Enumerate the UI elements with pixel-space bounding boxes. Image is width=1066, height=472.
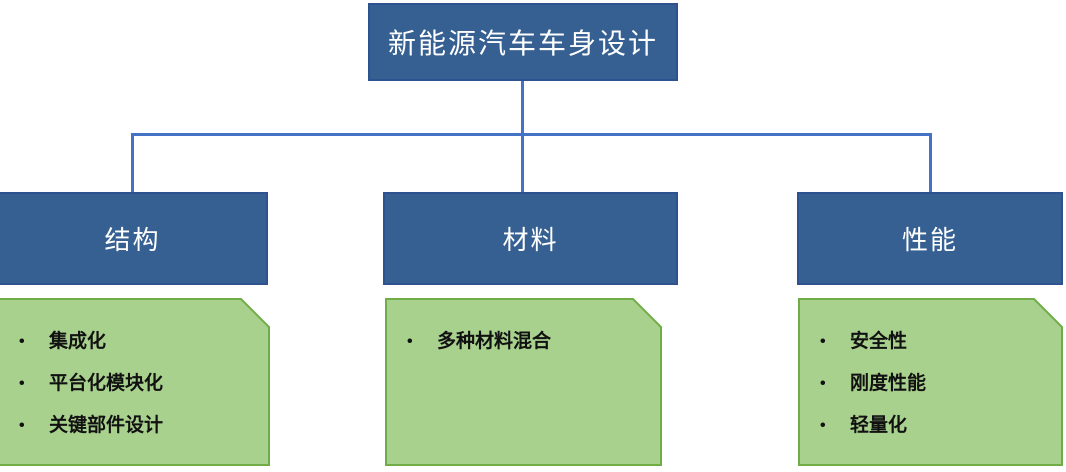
bullet-icon: • xyxy=(820,333,826,350)
snip-corner-shape xyxy=(798,298,1063,466)
note-material: • 多种材料混合 xyxy=(385,298,662,466)
list-item: • 轻量化 xyxy=(818,412,1051,439)
list-item: • 多种材料混合 xyxy=(405,328,650,355)
bullet-icon: • xyxy=(820,417,826,434)
list-item: • 关键部件设计 xyxy=(17,412,258,439)
bullet-icon: • xyxy=(407,333,413,350)
list-item-text: 关键部件设计 xyxy=(49,415,164,436)
bullet-icon: • xyxy=(19,417,25,434)
bullet-list-performance: • 安全性 • 刚度性能 • 轻量化 xyxy=(798,298,1063,439)
list-item: • 刚度性能 xyxy=(818,370,1051,397)
branch-node-label: 性能 xyxy=(901,225,958,255)
bullet-icon: • xyxy=(19,375,25,392)
list-item-text: 安全性 xyxy=(850,331,908,352)
list-item: • 安全性 xyxy=(818,328,1051,355)
bullet-icon: • xyxy=(820,375,826,392)
list-item: • 平台化模块化 xyxy=(17,370,258,397)
list-item-text: 多种材料混合 xyxy=(437,331,552,352)
snip-corner-shape xyxy=(385,298,662,466)
bullet-icon: • xyxy=(19,333,25,350)
branch-node-label: 结构 xyxy=(104,225,161,255)
branch-node-label: 材料 xyxy=(502,225,559,255)
list-item-text: 集成化 xyxy=(49,331,107,352)
note-performance: • 安全性 • 刚度性能 • 轻量化 xyxy=(798,298,1063,466)
connector-root-stub xyxy=(521,81,524,135)
root-node-label: 新能源汽车车身设计 xyxy=(387,28,658,59)
branch-node-performance: 性能 xyxy=(797,192,1063,285)
list-item-text: 轻量化 xyxy=(850,415,908,436)
list-item: • 集成化 xyxy=(17,328,258,355)
connector-middle-drop xyxy=(521,136,524,192)
bullet-list-structure: • 集成化 • 平台化模块化 • 关键部件设计 xyxy=(0,298,270,439)
root-node: 新能源汽车车身设计 xyxy=(368,3,678,81)
bullet-list-material: • 多种材料混合 xyxy=(385,298,662,355)
connector-right-drop xyxy=(929,136,932,192)
snip-corner-shape xyxy=(0,298,270,466)
connector-left-drop xyxy=(131,136,134,192)
list-item-text: 刚度性能 xyxy=(850,373,927,394)
connector-horizontal xyxy=(131,133,932,136)
note-structure: • 集成化 • 平台化模块化 • 关键部件设计 xyxy=(0,298,270,466)
branch-node-structure: 结构 xyxy=(0,192,268,285)
branch-node-material: 材料 xyxy=(383,192,678,285)
list-item-text: 平台化模块化 xyxy=(49,373,164,394)
